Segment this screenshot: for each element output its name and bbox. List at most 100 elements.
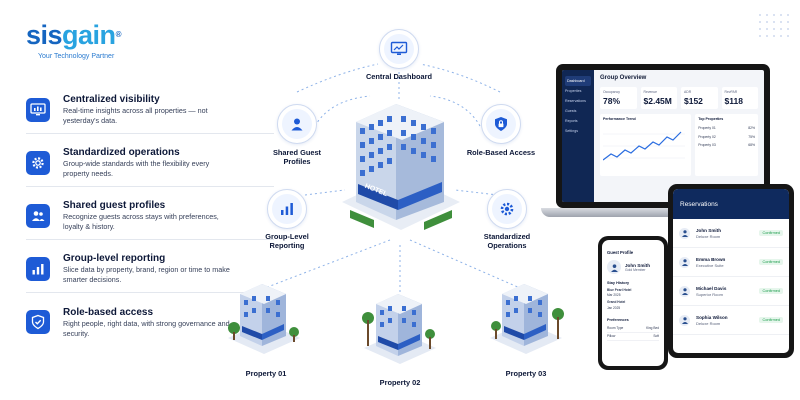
reservations-title: Reservations (680, 201, 718, 208)
kpi-value: $152 (684, 96, 703, 106)
feature-title: Standardized operations (63, 147, 180, 159)
kpi-value: $118 (724, 96, 743, 106)
kpi-row: Occupancy 78% Revenue$2.45M ADR $152 RevPA… (600, 87, 758, 109)
logo-part1: sis (26, 20, 63, 50)
room-type: Executive Suite (696, 262, 724, 268)
bar-chart-icon (272, 194, 302, 224)
guest-name: Michael Davis (696, 285, 727, 291)
status-badge: Confirmed (759, 259, 783, 265)
avatar-icon (607, 260, 621, 274)
kpi-label: ADR (684, 90, 692, 94)
feature-desc: Group-wide standards with the flexibilit… (63, 159, 210, 178)
sidebar-item-reservations[interactable]: Reservations (565, 99, 586, 103)
guest-header: John Smith Gold Member (607, 260, 659, 274)
kpi-card-revpar: RevPAR $118 (721, 87, 758, 109)
feature-item-group-level-reporting: Group-level reporting Slice data by prop… (26, 245, 274, 293)
sisgain-logo: sisgain® Your Technology Partner (26, 20, 122, 60)
lock-shield-icon (486, 109, 516, 139)
phone-screen: Guest Profile John Smith Gold Member Sta… (602, 240, 664, 366)
room-type: Deluxe Room (696, 320, 721, 326)
room-type: Superior Room (696, 291, 723, 297)
top-property-value: 68% (748, 143, 755, 147)
feature-title: Group-level reporting (63, 253, 166, 265)
feature-desc: Right people, right data, with strong go… (63, 318, 230, 338)
dashboard-main: Group Overview Occupancy 78% Revenue$2.45… (594, 70, 764, 202)
standardized-operations-node (487, 189, 527, 229)
property-02-building (362, 294, 436, 364)
sidebar-item-properties[interactable]: Properties (565, 89, 582, 93)
top-properties-title: Top Properties (698, 117, 724, 121)
feature-title: Role-based access (63, 306, 154, 318)
feature-text: Shared guest profiles Recognize guests a… (63, 199, 233, 231)
trend-line-graph (602, 131, 685, 161)
feature-text: Standardized operations Group-wide stand… (63, 146, 233, 178)
logo-tagline: Your Technology Partner (38, 53, 115, 60)
sidebar-item-guests[interactable]: Guests (565, 109, 577, 113)
avatar-icon (679, 227, 690, 239)
stay-date: Mar 2025 (607, 293, 621, 298)
laptop-screen-content: Dashboard Properties Reservations Guests… (562, 70, 764, 202)
kpi-card-revenue: Revenue$2.45M (640, 87, 677, 109)
logo-wordmark: sisgain® (26, 20, 122, 50)
feature-item-centralized-visibility: Centralized visibility Real-time insight… (26, 86, 274, 134)
preferences-title: Preferences (607, 317, 629, 322)
feature-item-standardized-operations: Standardized operations Group-wide stand… (26, 139, 274, 187)
sidebar-item-settings[interactable]: Settings (565, 129, 578, 133)
guest-name: John Smith (696, 227, 722, 233)
guest-profile-title: Guest Profile (607, 250, 634, 255)
guest-header-text: John Smith Gold Member (621, 263, 650, 272)
top-property-value: 75% (748, 134, 755, 139)
logo-registered: ® (115, 30, 122, 39)
user-icon (282, 109, 312, 139)
bar-chart-icon (26, 256, 50, 281)
feature-item-shared-guest-profiles: Shared guest profiles Recognize guests a… (26, 192, 274, 240)
avatar-icon (679, 256, 690, 268)
preference-key: Pillow (607, 333, 616, 338)
gear-icon (26, 150, 50, 175)
sidebar-item-dashboard[interactable]: Dashboard (565, 76, 591, 86)
sidebar-item-reports[interactable]: Reports (565, 119, 578, 123)
kpi-label: RevPAR (724, 90, 738, 94)
main-hotel-building (342, 104, 460, 230)
kpi-card-adr: ADR $152 (681, 87, 718, 109)
laptop-dashboard: Dashboard Properties Reservations Guests… (556, 64, 770, 208)
shared-guest-profiles-node (277, 104, 317, 144)
stay-hotel: Grand Hotel (607, 300, 626, 305)
dashboard-sidebar: Dashboard Properties Reservations Guests… (562, 70, 594, 202)
performance-trend-card: Performance Trend (600, 114, 692, 176)
shield-check-icon (26, 310, 50, 334)
kpi-value: 78% (603, 96, 621, 106)
feature-text: Centralized visibility Real-time insight… (63, 93, 233, 125)
feature-text: Group-level reporting Slice data by prop… (63, 252, 233, 284)
group-level-reporting-label: Group-Level Reporting (265, 232, 309, 250)
status-badge: Confirmed (759, 317, 783, 323)
kpi-label: Occupancy (603, 90, 620, 94)
role-based-access-label: Role-Based Access (466, 148, 536, 157)
central-dashboard-node (379, 29, 419, 69)
property-01-building (228, 284, 300, 354)
avatar-icon (679, 314, 690, 326)
avatar-icon (679, 285, 690, 297)
top-property-value: 82% (748, 126, 755, 130)
dashboard-title: Group Overview (600, 75, 647, 81)
dashboard-chart-icon (26, 97, 50, 122)
reservations-header: Reservations (673, 189, 789, 219)
top-property-name: Property 02 (698, 134, 716, 139)
guest-name: Emma Brown (696, 256, 726, 262)
status-badge: Confirmed (759, 230, 783, 236)
feature-title: Centralized visibility (63, 94, 160, 106)
feature-item-role-based-access: Role-based access Right people, right da… (26, 298, 274, 346)
